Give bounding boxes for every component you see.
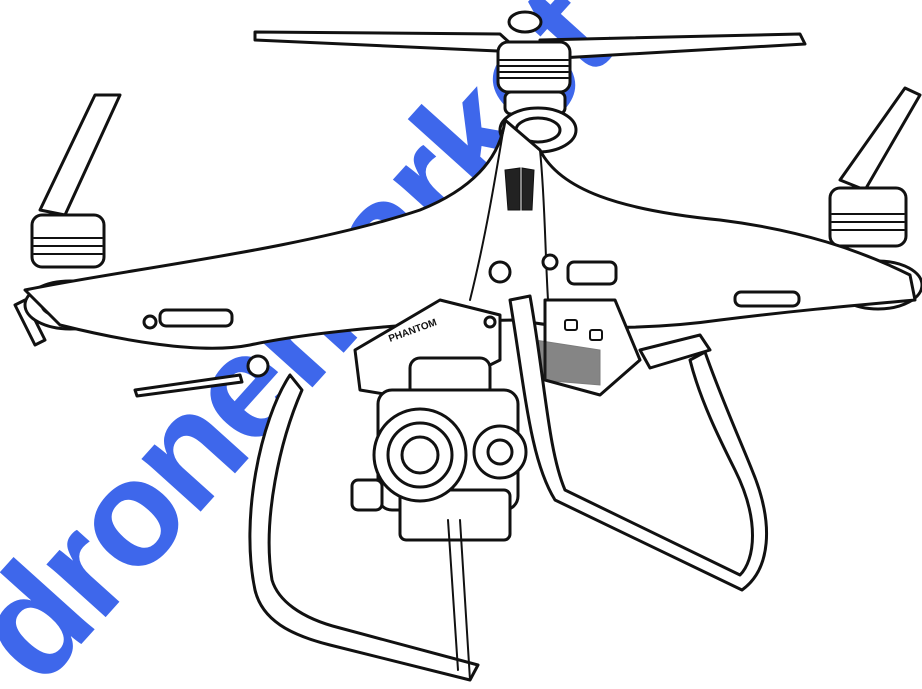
top-propeller	[253, 10, 807, 60]
right-body-vent	[566, 260, 618, 286]
battery-area	[534, 298, 642, 397]
front-vent	[504, 167, 535, 211]
left-propeller	[13, 93, 122, 347]
sensor	[488, 260, 512, 284]
landing-gear-left	[248, 373, 480, 682]
left-body-vent	[158, 308, 234, 328]
drone-body	[23, 118, 917, 378]
right-propeller	[838, 86, 922, 192]
right-arm-vent	[733, 290, 801, 308]
landing-gear-right	[508, 294, 769, 592]
antenna	[133, 373, 244, 398]
camera-gimbal	[350, 356, 528, 542]
